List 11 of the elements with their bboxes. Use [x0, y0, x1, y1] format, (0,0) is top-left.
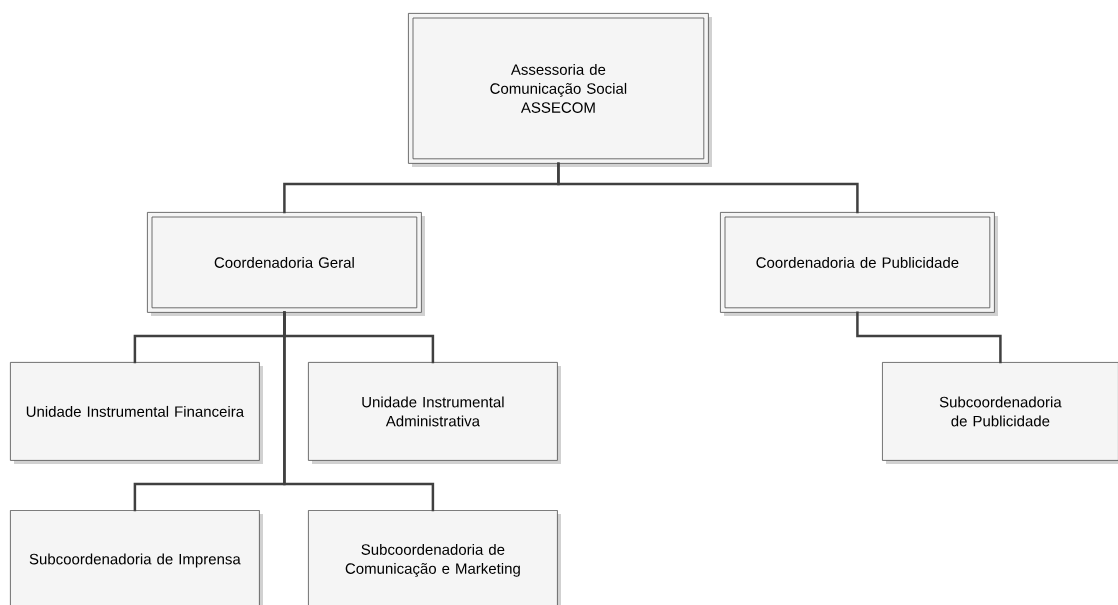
org-box: Assessoria de Comunicação Social ASSECOM	[408, 13, 712, 167]
org-box: Subcoordenadoria de Comunicação e Marketing	[308, 510, 561, 605]
connector-line	[856, 311, 1002, 364]
org-box: Unidade Instrumental Administrativa	[308, 362, 561, 464]
connector-line	[557, 162, 859, 214]
connector-line	[283, 311, 435, 512]
org-box: Coordenadoria Geral	[147, 212, 425, 316]
org-box: Subcoordenadoria de Imprensa	[10, 510, 263, 605]
org-box: Coordenadoria de Publicidade	[720, 212, 998, 316]
org-box: Subcoordenadoria de Publicidade	[882, 362, 1118, 464]
org-box: Unidade Instrumental Financeira	[10, 362, 263, 464]
